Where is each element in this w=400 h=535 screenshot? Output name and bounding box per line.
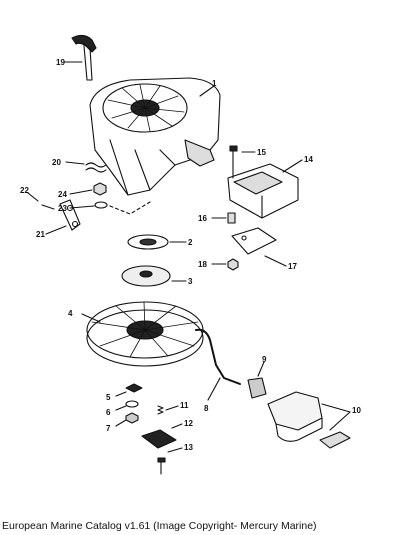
callout-14: 14: [304, 155, 313, 164]
part-12-plate: [141, 423, 183, 449]
part-22-pin: [27, 192, 55, 210]
part-16-spacer: [211, 212, 236, 224]
callout-17: 17: [288, 262, 297, 271]
callout-11: 11: [180, 401, 189, 410]
part-9-insert: [247, 361, 267, 399]
part-21-arm: [45, 199, 81, 235]
part-14-bracket: [227, 159, 303, 219]
part-10-handle: [267, 391, 351, 449]
callout-1: 1: [212, 79, 217, 88]
part-15-bolt: [229, 145, 256, 179]
part-17-plate: [231, 227, 287, 267]
part-3-cam: [121, 265, 187, 287]
part-20-spring: [65, 161, 107, 173]
callout-18: 18: [198, 260, 207, 269]
callout-23: 23: [58, 204, 67, 213]
part-8-rope: [195, 328, 241, 401]
part-6-washer: [115, 400, 139, 411]
part-24-nut: [69, 182, 107, 196]
callout-3: 3: [188, 277, 193, 286]
callout-15: 15: [257, 148, 266, 157]
callout-21: 21: [36, 230, 45, 239]
callout-24: 24: [58, 190, 67, 199]
callout-13: 13: [184, 443, 193, 452]
part-2-disc: [127, 234, 187, 250]
exploded-parts-diagram: 1 2 3 4 5 6 7 8 9 10 11 12 13 14 15 16 1…: [20, 34, 361, 475]
callout-12: 12: [184, 419, 193, 428]
part-11-spring: [157, 405, 179, 415]
part-13-screw: [157, 447, 183, 475]
callout-22: 22: [20, 186, 29, 195]
callout-labels: 1 2 3 4 5 6 7 8 9 10 11 12 13 14 15 16 1…: [20, 58, 361, 452]
callout-7: 7: [106, 424, 111, 433]
callout-19: 19: [56, 58, 65, 67]
part-19-lever: [63, 34, 97, 81]
part-23-washer: [69, 201, 108, 209]
callout-16: 16: [198, 214, 207, 223]
callout-20: 20: [52, 158, 61, 167]
callout-8: 8: [204, 404, 209, 413]
callout-9: 9: [262, 355, 267, 364]
callout-10: 10: [352, 406, 361, 415]
part-18-nut: [211, 258, 239, 271]
part-1-recoil-housing: [89, 77, 221, 196]
callout-2: 2: [188, 238, 193, 247]
callout-4: 4: [68, 309, 73, 318]
copyright-caption: European Marine Catalog v1.61 (Image Cop…: [2, 520, 317, 532]
part-5-clip: [115, 383, 143, 397]
part-4-pulley: [81, 301, 204, 367]
callout-5: 5: [106, 393, 111, 402]
part-7-nut: [115, 412, 139, 427]
callout-6: 6: [106, 408, 111, 417]
leader-dashed: [109, 201, 151, 215]
